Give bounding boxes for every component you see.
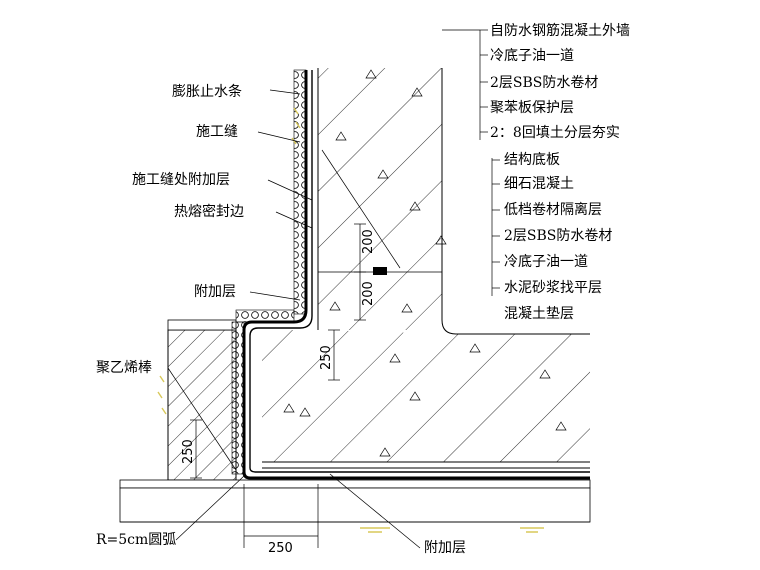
wall-layer-4: 聚苯板保护层 — [490, 99, 574, 116]
polystyrene-protection — [231, 69, 307, 475]
bottom-layers — [119, 479, 591, 523]
dim-250-left: 250 — [181, 439, 196, 464]
label-pe-rod: 聚乙烯棒 — [96, 360, 152, 376]
floor-layer-6: 水泥砂浆找平层 — [504, 280, 602, 296]
floor-layer-7: 混凝土垫层 — [504, 306, 574, 322]
label-heat-seal: 热熔密封边 — [174, 203, 244, 220]
left-block — [167, 319, 237, 481]
leader-lines — [167, 29, 500, 549]
floor-layer-labels: 结构底板 细石混凝土 低档卷材隔离层 2层SBS防水卷材 冷底子油一道 水泥砂浆… — [504, 152, 612, 322]
floor-layer-3: 低档卷材隔离层 — [504, 201, 602, 218]
label-joint-additional: 施工缝处附加层 — [132, 172, 230, 188]
floor-slab — [262, 330, 590, 469]
dim-250-bottom: 250 — [268, 541, 293, 556]
floor-layer-5: 冷底子油一道 — [504, 254, 588, 270]
label-waterstop: 膨胀止水条 — [172, 83, 242, 100]
wall-layer-labels: 自防水钢筋混凝土外墙 冷底子油一道 2层SBS防水卷材 聚苯板保护层 2：8回填… — [490, 22, 630, 141]
label-radius: R=5cm圆弧 — [96, 532, 176, 548]
label-joint: 施工缝 — [196, 124, 238, 140]
left-labels: 膨胀止水条 施工缝 施工缝处附加层 热熔密封边 附加层 聚乙烯棒 R=5cm圆弧… — [96, 83, 466, 556]
wall-structure — [317, 68, 590, 335]
dimension-lines — [190, 223, 366, 548]
soil-marks — [157, 107, 544, 533]
wall-layer-5: 2：8回填土分层夯实 — [490, 125, 620, 141]
dim-250-vertical: 250 — [319, 345, 334, 370]
wall-layer-2: 冷底子油一道 — [490, 48, 574, 64]
aggregate-marks — [283, 69, 567, 457]
floor-layer-2: 细石混凝土 — [504, 176, 574, 192]
label-additional-bottom: 附加层 — [424, 540, 466, 556]
wall-layer-3: 2层SBS防水卷材 — [490, 75, 598, 91]
wall-layer-1: 自防水钢筋混凝土外墙 — [490, 22, 630, 39]
dim-200-upper: 200 — [361, 229, 376, 254]
floor-layer-1: 结构底板 — [504, 152, 560, 168]
waterstop-icon — [373, 267, 387, 275]
waterproof-membrane — [242, 70, 590, 480]
label-additional-upper: 附加层 — [194, 284, 236, 300]
dim-200-lower: 200 — [361, 281, 376, 306]
dimension-labels: 200 200 250 250 250 — [181, 229, 376, 556]
floor-layer-4: 2层SBS防水卷材 — [504, 228, 612, 244]
